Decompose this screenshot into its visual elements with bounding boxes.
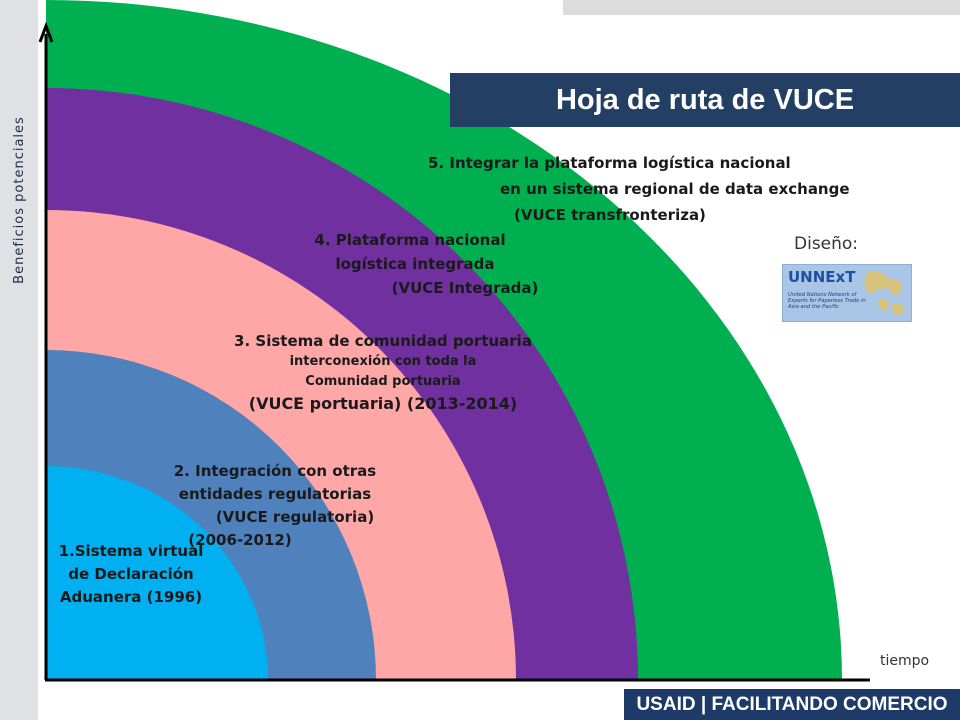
stage-band-1 [46, 466, 268, 680]
stage-label-3: 3. Sistema de comunidad portuaria interc… [234, 332, 532, 413]
stage-label-2: 2. Integración con otras entidades regul… [173, 462, 377, 549]
axes [38, 21, 870, 682]
left-margin-strip [0, 0, 38, 720]
top-decorative-bar [563, 0, 960, 15]
page-title: Hoja de ruta de VUCE [450, 73, 960, 127]
design-label: Diseño: [794, 234, 859, 254]
stage-arcs [46, 0, 842, 680]
logo-subtitle: United Nations Network of Experts for Pa… [788, 292, 866, 311]
y-axis-label: Beneficios potenciales [12, 116, 27, 284]
stage-label-5: 5. Integrar la plataforma logística naci… [428, 154, 850, 224]
stage-label-4: 4. Plataforma nacional logística integra… [314, 231, 539, 297]
x-axis-label: tiempo [880, 653, 930, 669]
footer-banner: USAID | FACILITANDO COMERCIO [624, 689, 960, 720]
y-axis-arrow [38, 21, 54, 43]
unnext-logo: UNNExT United Nations Network of Experts… [782, 264, 912, 322]
world-map-icon [864, 271, 905, 315]
logo-wordmark: UNNExT [788, 268, 856, 286]
stage-label-1: 1.Sistema virtual de Declaración Aduaner… [58, 542, 204, 606]
